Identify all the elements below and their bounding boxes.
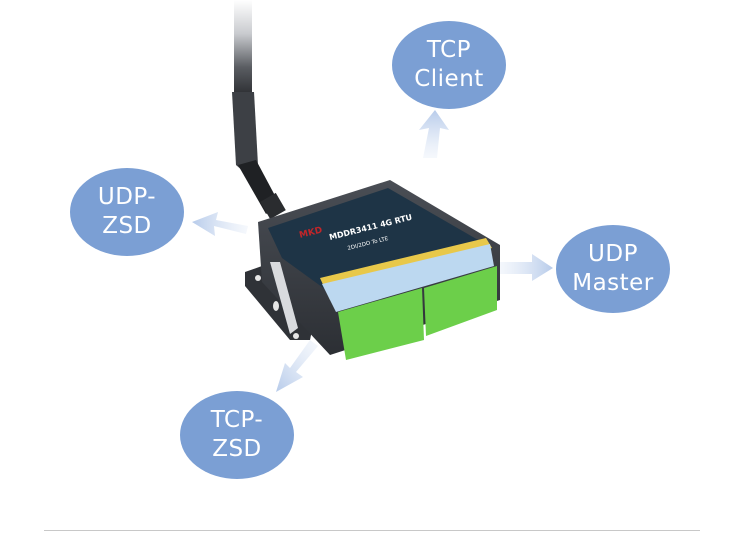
node-tcp-zsd: TCP- ZSD [180,391,294,479]
bottom-divider [44,530,700,531]
node-udp-master: UDP Master [556,225,670,313]
node-udp-master-line1: UDP [588,241,638,267]
rtu-device [258,180,500,360]
node-tcp-client: TCP Client [392,21,506,109]
antenna-icon [232,0,286,220]
node-tcp-client-line1: TCP [426,37,472,63]
node-tcp-zsd-line1: TCP- [210,407,264,433]
node-udp-master-line2: Master [572,270,654,296]
arrow-down-left-icon [276,340,318,392]
node-udp-zsd: UDP- ZSD [70,168,184,256]
node-tcp-client-line2: Client [414,66,484,92]
node-udp-zsd-line2: ZSD [102,213,152,239]
node-udp-zsd-line1: UDP- [97,184,157,210]
node-tcp-zsd-line2: ZSD [212,436,262,462]
arrow-left-icon [192,212,248,236]
arrow-up-icon [419,110,449,158]
arrow-right-icon [498,254,553,281]
